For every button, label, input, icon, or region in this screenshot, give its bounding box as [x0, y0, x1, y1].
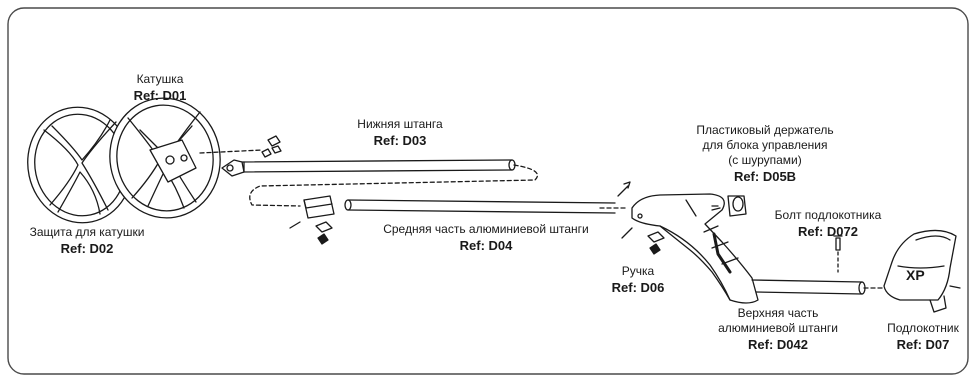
handle-illustration	[621, 193, 759, 304]
lower-shaft-illustration	[221, 159, 516, 177]
coil-illustration	[109, 97, 221, 219]
label-lower-shaft: Нижняя штанга Ref: D03	[357, 117, 443, 148]
label-handle: Ручка Ref: D06	[611, 264, 665, 295]
label-coil: Катушка Ref: D01	[133, 72, 187, 103]
control-box-holder-illustration	[711, 195, 747, 217]
upper-shaft-illustration	[751, 279, 883, 295]
label-middle-shaft: Средняя часть алюминиевой штанги Ref: D0…	[383, 222, 589, 253]
connection-dashed-path	[249, 164, 539, 207]
label-coil-cover: Защита для катушки Ref: D02	[29, 225, 145, 256]
armrest-bolt-illustration	[833, 235, 843, 273]
xp-logo: XP	[906, 267, 925, 283]
label-armrest-bolt: Болт подлокотника Ref: D072	[774, 208, 882, 239]
coil-bolt-illustration	[199, 135, 282, 158]
label-armrest: Подлокотник Ref: D07	[887, 321, 959, 352]
armrest-illustration	[883, 229, 961, 313]
middle-clamp-illustration	[289, 195, 335, 245]
middle-shaft-illustration	[344, 181, 631, 214]
label-upper-shaft: Верхняя часть алюминиевой штанги Ref: D0…	[718, 306, 838, 352]
label-control-box-holder: Пластиковый держатель для блока управлен…	[696, 123, 834, 184]
